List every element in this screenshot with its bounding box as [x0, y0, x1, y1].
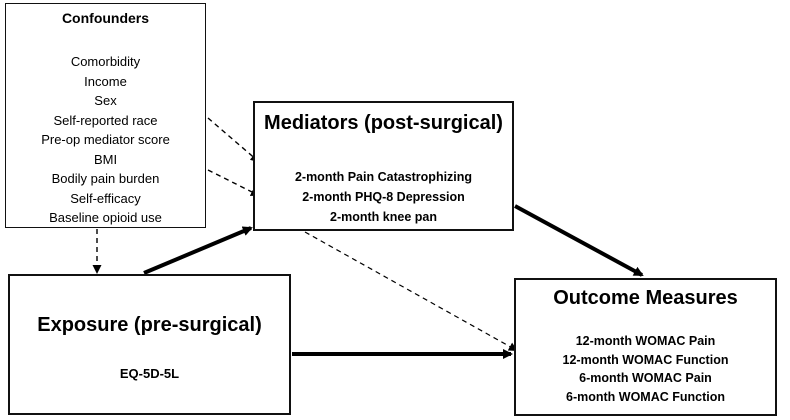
arrow-confounders-to-mediators-upper	[207, 117, 260, 163]
mediators-box: Mediators (post-surgical) 2-month Pain C…	[253, 101, 514, 231]
arrow-mediators-to-outcomes	[514, 204, 644, 277]
list-item: 6-month WOMAC Function	[566, 389, 725, 404]
list-item: 12-month WOMAC Function	[562, 352, 729, 367]
arrow-confounders-to-mediators-lower	[207, 169, 260, 196]
outcomes-box: Outcome Measures 12-month WOMAC Pain 12-…	[514, 278, 777, 416]
list-item: Comorbidity	[70, 54, 141, 69]
list-item: Pre-op mediator score	[41, 132, 170, 147]
mediators-title: Mediators (post-surgical)	[264, 112, 503, 134]
outcomes-list: 12-month WOMAC Pain 12-month WOMAC Funct…	[516, 332, 775, 406]
confounders-box: Confounders Comorbidity Income Sex Self-…	[5, 3, 206, 228]
list-item: Self-reported race	[53, 112, 158, 128]
confounders-title: Confounders	[61, 10, 150, 26]
list-item: 2-month PHQ-8 Depression	[302, 190, 465, 204]
confounders-list: Comorbidity Income Sex Self-reported rac…	[6, 52, 205, 228]
exposure-box: Exposure (pre-surgical) EQ-5D-5L	[8, 274, 291, 415]
list-item: Self-efficacy	[70, 190, 141, 206]
list-item: 12-month WOMAC Pain	[575, 334, 716, 348]
arrow-exposure-to-mediators	[143, 226, 253, 275]
list-item: 2-month knee pan	[330, 210, 437, 224]
exposure-measure: EQ-5D-5L	[119, 366, 180, 381]
list-item: 2-month Pain Catastrophizing	[294, 170, 473, 184]
list-item: Income	[84, 73, 127, 89]
exposure-title: Exposure (pre-surgical)	[37, 314, 262, 336]
arrow-mediators-to-outcomes-dashed	[304, 231, 518, 351]
outcomes-title: Outcome Measures	[553, 287, 738, 309]
list-item: 6-month WOMAC Pain	[579, 371, 712, 385]
mediators-list: 2-month Pain Catastrophizing 2-month PHQ…	[255, 167, 512, 227]
list-item: Sex	[94, 93, 117, 108]
list-item: BMI	[93, 151, 118, 167]
list-item: Bodily pain burden	[51, 171, 160, 186]
list-item: Baseline opioid use	[49, 210, 162, 225]
